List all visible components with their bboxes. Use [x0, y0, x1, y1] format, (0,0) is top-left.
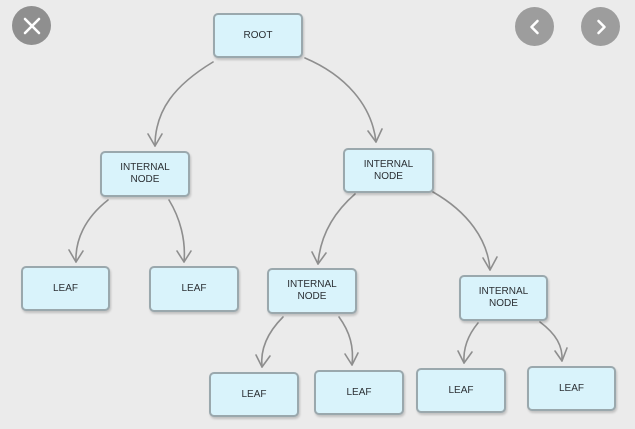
chevron-left-icon	[529, 19, 539, 34]
edge-internal-right-internal-right-right	[432, 191, 491, 271]
leaf-node-3: LEAF	[209, 372, 299, 417]
edge-internal-right-internal-right-left	[317, 193, 356, 265]
next-button[interactable]	[581, 7, 620, 46]
edge-root-internal-right	[304, 57, 377, 143]
edge-internal-right-left-leaf-4	[338, 316, 354, 366]
leaf-node-2: LEAF	[149, 266, 239, 312]
leaf-node-4: LEAF	[314, 370, 404, 415]
close-icon	[23, 17, 40, 34]
internal-node-right-right: INTERNAL NODE	[459, 275, 548, 321]
previous-button[interactable]	[515, 7, 554, 46]
internal-node-right-left: INTERNAL NODE	[267, 268, 357, 314]
arrowhead	[147, 133, 163, 147]
arrowhead	[68, 249, 84, 263]
leaf-node-6: LEAF	[527, 366, 616, 411]
edge-internal-right-left-leaf-3	[260, 316, 284, 368]
chevron-right-icon	[596, 19, 606, 34]
leaf-node-1: LEAF	[21, 266, 110, 311]
root-node: ROOT	[213, 13, 303, 58]
internal-node-right: INTERNAL NODE	[343, 148, 434, 193]
edge-internal-right-right-leaf-6	[539, 321, 563, 362]
internal-node-left: INTERNAL NODE	[100, 151, 190, 197]
edge-internal-right-right-leaf-5	[463, 322, 479, 364]
close-button[interactable]	[12, 6, 51, 45]
arrowhead	[554, 347, 568, 362]
arrowhead	[344, 352, 359, 366]
arrowhead	[176, 250, 192, 263]
leaf-node-5: LEAF	[416, 368, 506, 413]
arrowhead	[367, 128, 383, 143]
edge-root-internal-left	[154, 61, 214, 147]
edge-internal-left-leaf-1	[75, 199, 109, 263]
arrowhead	[482, 256, 498, 271]
arrowhead	[457, 350, 473, 364]
edge-internal-left-leaf-2	[168, 199, 186, 263]
arrowhead	[311, 251, 327, 265]
arrowhead	[255, 354, 271, 368]
